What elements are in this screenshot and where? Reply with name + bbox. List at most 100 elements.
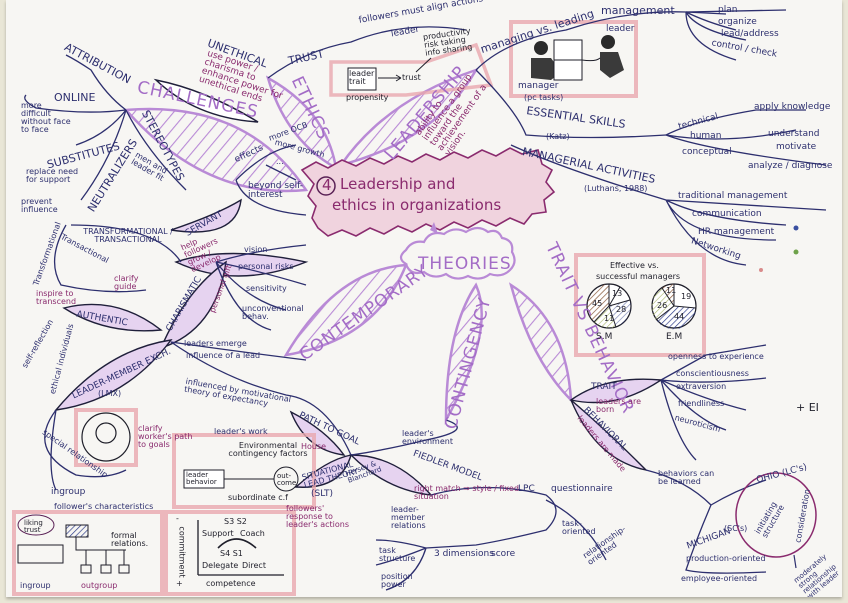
michigan-production: production-oriented [686, 554, 766, 563]
skill-human-detail2: motivate [776, 142, 817, 152]
slt-minus: - [176, 514, 179, 523]
management-plan: plan [718, 5, 738, 15]
lmx-sub: (LMX) [98, 389, 122, 398]
pie-em [651, 283, 697, 330]
pie-em-value-4: 26 [657, 301, 668, 310]
pie-em-value-1: 11 [666, 286, 677, 295]
pie-em-value-2: 19 [681, 292, 692, 301]
slt-top: S3 S2 [224, 517, 247, 526]
lmx-trust-label: liking trust [24, 519, 43, 534]
lmx-ingroup: ingroup [51, 487, 86, 497]
skill-conceptual-detail: analyze / diagnose [748, 161, 833, 171]
effects-more: ... [276, 157, 284, 166]
leaders-work: leader's work [214, 427, 268, 436]
mind-map-sheet: 4 Leadership and ethics in organizations… [6, 0, 842, 597]
lmx-formal: formal relations. [111, 531, 149, 548]
pie-sm [586, 283, 632, 329]
node-management: management [601, 4, 675, 17]
trait-conscientiousness: conscientiousness [676, 369, 749, 378]
pie-sm-value-2: 13 [612, 289, 623, 298]
trust-box-leader-trait: leader trait [349, 69, 375, 86]
inspire-note: inspire to transcend [36, 289, 77, 306]
slt-delegate: Delegate [202, 561, 239, 570]
task-structure: task structure [379, 546, 416, 563]
slt-plus: + [176, 579, 183, 588]
task-oriented: task-oriented [562, 519, 596, 536]
slt-direct: Direct [242, 561, 266, 570]
charisma-unconventional: unconventional behav. [242, 304, 304, 321]
slt-coach: Coach [240, 529, 265, 538]
charisma-personal-risks: personal risks [238, 262, 294, 271]
activity-traditional: traditional management [678, 191, 788, 201]
position-power: position power [381, 572, 413, 589]
trait-openness: openness to experience [668, 352, 764, 361]
mind-map-lines [12, 9, 827, 596]
leaders-emerge: leaders emerge [184, 339, 247, 348]
trait-friendliness: friendliness [678, 399, 725, 408]
skill-human: human [690, 131, 722, 141]
charisma-vision: vision [244, 245, 268, 254]
center-title-line1: Leadership and [340, 175, 456, 193]
node-beyond-self-interest: beyond self-interest [248, 181, 304, 200]
activity-communication: communication [692, 209, 762, 219]
behaviors-learned: behaviors can be learned [658, 469, 715, 486]
env-factors: Environmental contingency factors [228, 441, 308, 458]
followers-characteristics: follower's characteristics [54, 502, 154, 511]
manager-label: manager [518, 81, 559, 91]
pie-sm-value-4: 11 [604, 314, 615, 323]
lmx-outgroup-box: outgroup [81, 581, 118, 590]
clarify-note: clarify guide [114, 274, 139, 291]
outcome: out-come [277, 472, 297, 487]
path-goal-house: House [301, 442, 327, 451]
manager-figure [531, 39, 583, 81]
evs-title-line1: Effective vs. [610, 261, 659, 270]
followers-response: followers' response to leader's actions [286, 504, 350, 529]
leader-member-relations: leader-member relations [391, 505, 426, 530]
influence-lead: influence of a lead [186, 351, 261, 360]
pie-em-value-3: 44 [674, 312, 685, 321]
fiedler-right-match: right match ⇒ style / fixed situation [414, 484, 519, 501]
node-trait: TRAIT [591, 382, 617, 392]
activity-hr: HR management [698, 227, 775, 237]
center-title-line2: ethics in organizations [332, 196, 502, 214]
node-transformational: TRANSFORMATIONAL / TRANSACTIONAL [83, 227, 173, 244]
slt-abbr: (SLT) [311, 489, 334, 499]
clarify-path: clarify worker's path to goals [138, 424, 193, 449]
slt-y-label: commitment [177, 526, 187, 578]
fiedler-lpc: LPC [518, 484, 535, 494]
manager-sub: (pc tasks) [524, 93, 564, 102]
three-dimensions: 3 dimensions [434, 549, 494, 559]
management-lead: lead/address [721, 29, 779, 39]
charisma-sensitivity: sensitivity [246, 284, 287, 293]
evs-title-line2: successful managers [596, 272, 681, 281]
leader-label: leader [606, 24, 635, 34]
essential-skills-sub: (Katz) [546, 132, 570, 141]
subordinate-cf: subordinate c.f [228, 493, 288, 502]
online-note: more difficult without face to face [21, 101, 71, 134]
trait-note: leaders are born [596, 397, 641, 414]
leader-figure [581, 35, 624, 78]
pie-sm-value-1: 45 [592, 299, 603, 308]
slt-x-label: competence [206, 579, 256, 588]
trait-plus-ei: + EI [796, 401, 819, 414]
substitutes-note: replace need for support [26, 167, 79, 184]
trust-box-propensity: propensity [346, 93, 389, 102]
fiedler-questionnaire: questionnaire [551, 484, 613, 494]
skill-technical-detail: apply knowledge [754, 102, 831, 112]
neutralizers-note: prevent influence [21, 197, 58, 214]
skill-human-detail: understand [768, 129, 820, 139]
slt-bottom: S4 S1 [220, 549, 243, 558]
leader-behavior: leader behavior [186, 471, 217, 486]
center-number: 4 [322, 176, 332, 194]
michigan-sub: (SC's) [724, 524, 748, 533]
pie-sm-value-3: 28 [616, 305, 627, 314]
trust-box-trust: trust [402, 73, 421, 82]
node-online: ONLINE [54, 91, 96, 104]
lmx-ingroup-box: ingroup [20, 581, 51, 590]
management-organize: organize [718, 17, 757, 27]
managerial-activities-sub: (Luthans, 1988) [584, 184, 648, 193]
leaders-environment: leader's environment [402, 429, 453, 446]
branch-theories: THEORIES [418, 254, 512, 274]
pie-sm-label: S.M [596, 332, 613, 342]
skill-conceptual: conceptual [682, 147, 732, 157]
